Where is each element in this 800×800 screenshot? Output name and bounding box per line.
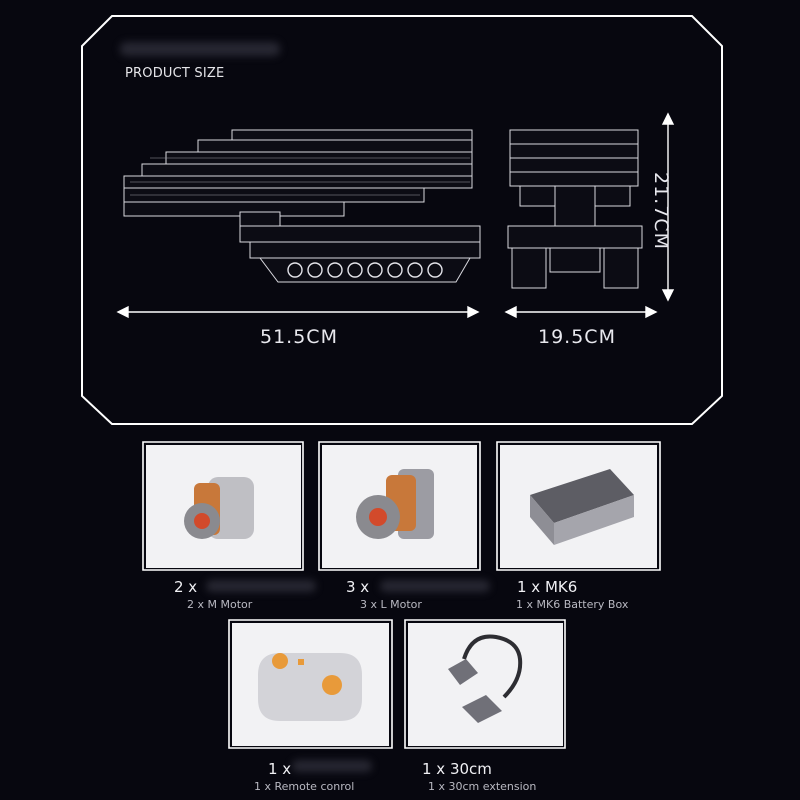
height-dimension: 21.7CM [650, 172, 672, 250]
remote-control-desc: 1 x Remote conrol [254, 780, 355, 793]
length-dimension: 51.5CM [260, 326, 338, 348]
remote-control-qty: 1 x [268, 760, 292, 778]
extension-cable-card [408, 623, 563, 746]
extension-cable-qty: 1 x 30cm [422, 760, 492, 778]
m-motor-card [146, 445, 301, 568]
width-dimension: 19.5CM [538, 326, 616, 348]
battery-box-qty: 1 x MK6 [517, 578, 578, 596]
l-motor-image [356, 469, 434, 539]
width-arrows [116, 305, 658, 319]
battery-box-card [500, 445, 657, 568]
m-motor-desc: 2 x M Motor [187, 598, 253, 611]
m-motor-qty: 2 x [174, 578, 198, 596]
vehicle-front-view [507, 129, 643, 289]
blurred-text [206, 580, 316, 592]
remote-control-image [258, 653, 362, 721]
l-motor-qty: 3 x [346, 578, 370, 596]
extension-cable-image [448, 634, 523, 723]
blurred-text [292, 760, 372, 772]
product-size-title: PRODUCT SIZE [125, 66, 225, 81]
vehicle-side-view [123, 129, 481, 283]
blurred-text [380, 580, 490, 592]
m-motor-image [184, 477, 254, 539]
blurred-brand-text [120, 42, 280, 56]
battery-box-image [530, 469, 634, 545]
l-motor-card [322, 445, 477, 568]
battery-box-desc: 1 x MK6 Battery Box [516, 598, 629, 611]
l-motor-desc: 3 x L Motor [360, 598, 422, 611]
extension-cable-desc: 1 x 30cm extension [428, 780, 537, 793]
height-arrow [661, 112, 675, 302]
remote-control-card [232, 623, 389, 746]
